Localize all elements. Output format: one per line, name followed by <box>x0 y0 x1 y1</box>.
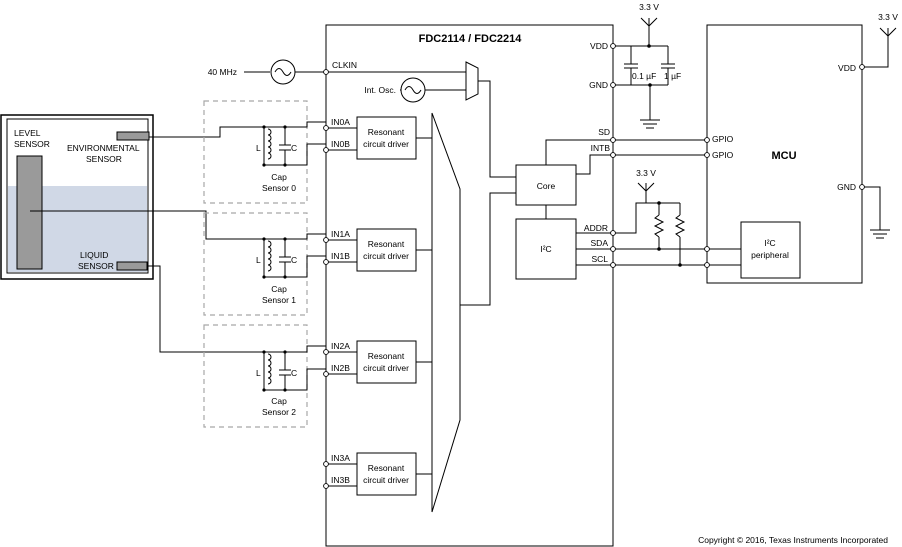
environmental-sensor-pad <box>116 131 150 141</box>
level-sensor-label-1: LEVEL <box>14 128 41 138</box>
inductor-label: L <box>256 143 261 153</box>
environmental-sensor-label-1: ENVIRONMENTAL <box>67 143 140 153</box>
cap-sensor-label-1: Cap <box>271 284 287 294</box>
i2c-block-label: I²C <box>540 244 551 254</box>
mcu-vdd-label: VDD <box>838 63 856 73</box>
level-sensor-bar <box>16 155 43 270</box>
mcu-gnd-label: GND <box>837 182 856 192</box>
cap-sensor-label-2: Sensor 0 <box>262 183 296 193</box>
sd-pin-label: SD <box>598 127 610 137</box>
cap1-label: 0.1 µF <box>632 71 656 81</box>
liquid-sensor-label-1: LIQUID <box>80 250 108 260</box>
cap2-label: 1 µF <box>664 71 681 81</box>
driver-1: Resonant circuit driver IN1A IN1B <box>326 228 432 272</box>
liquid-sensor-pad <box>116 261 148 271</box>
clock-mux <box>465 61 479 101</box>
cap-sensor-label-2: Sensor 1 <box>262 295 296 305</box>
pin-label: IN3A <box>331 453 350 463</box>
scl-pin-label: SCL <box>591 254 608 264</box>
inductor-label: L <box>256 368 261 378</box>
pin-label: IN2B <box>331 363 350 373</box>
driver-label: circuit driver <box>363 363 409 373</box>
gpio2-label: GPIO <box>712 150 734 160</box>
bus-wires: 3.3 V <box>613 139 741 266</box>
i2c-peripheral <box>740 221 801 279</box>
environmental-sensor-label-2: SENSOR <box>86 154 122 164</box>
pin-markers <box>262 43 865 489</box>
driver-label: Resonant <box>368 127 405 137</box>
capacitor-label: C <box>291 255 297 265</box>
copyright: Copyright © 2016, Texas Instruments Inco… <box>698 535 888 545</box>
i2c-block <box>515 218 577 280</box>
capacitor-label: C <box>291 368 297 378</box>
driver-label: Resonant <box>368 463 405 473</box>
level-sensor-label-2: SENSOR <box>14 139 50 149</box>
ic-title: FDC2114 / FDC2214 <box>419 33 523 45</box>
cap-sensor-label-1: Cap <box>271 396 287 406</box>
channel-mux <box>431 112 461 513</box>
intb-pin-label: INTB <box>591 143 611 153</box>
ic-supply-label: 3.3 V <box>639 2 659 12</box>
gpio1-label: GPIO <box>712 134 734 144</box>
cap-sensor-label-2: Sensor 2 <box>262 407 296 417</box>
decoupling-network: 3.3 V 0.1 µF 1 µF <box>613 2 681 129</box>
pin-label: IN0A <box>331 117 350 127</box>
pin-label: IN2A <box>331 341 350 351</box>
liquid-tank: LEVEL SENSOR ENVIRONMENTAL SENSOR LIQUID… <box>0 114 154 280</box>
addr-pin-label: ADDR <box>584 223 608 233</box>
driver-label: circuit driver <box>363 251 409 261</box>
mcu-supply-label: 3.3 V <box>878 12 898 22</box>
driver-label: Resonant <box>368 239 405 249</box>
ext-clock-freq: 40 MHz <box>208 67 237 77</box>
fdc-ic: FDC2114 / FDC2214 40 MHz CLKIN Int. Osc.… <box>208 24 614 547</box>
pullup-supply-label: 3.3 V <box>636 168 656 178</box>
vdd-pin-label: VDD <box>590 41 608 51</box>
inductor-label: L <box>256 255 261 265</box>
driver-label: Resonant <box>368 351 405 361</box>
cap-sensor-2: L C Cap Sensor 2 <box>203 324 332 428</box>
sensor-wires <box>30 126 264 353</box>
int-osc-label: Int. Osc. <box>364 85 396 95</box>
driver-label: circuit driver <box>363 475 409 485</box>
cap-sensor-label-1: Cap <box>271 172 287 182</box>
pin-label: IN1B <box>331 251 350 261</box>
driver-2: Resonant circuit driver IN2A IN2B <box>326 340 432 384</box>
cap-sensor-1: L C Cap Sensor 1 <box>203 212 332 316</box>
mcu-title: MCU <box>771 150 796 162</box>
gnd-pin-label: GND <box>589 80 608 90</box>
driver-label: circuit driver <box>363 139 409 149</box>
pin-label: IN1A <box>331 229 350 239</box>
pin-label: IN3B <box>331 475 350 485</box>
periph-label-1: I²C <box>764 238 775 248</box>
clkin-pin-label: CLKIN <box>332 60 357 70</box>
mcu: MCU VDD GND GPIO GPIO I²C peripheral 3.3… <box>706 12 898 284</box>
sda-pin-label: SDA <box>591 238 609 248</box>
liquid-sensor-label-2: SENSOR <box>78 261 114 271</box>
capacitor-label: C <box>291 143 297 153</box>
periph-label-2: peripheral <box>751 250 789 260</box>
cap-sensor-0: L C Cap Sensor 0 <box>203 100 332 204</box>
core-label: Core <box>537 181 556 191</box>
driver-3: Resonant circuit driver IN3A IN3B <box>326 452 432 496</box>
driver-0: Resonant circuit driver IN0A IN0B <box>326 116 432 160</box>
pin-label: IN0B <box>331 139 350 149</box>
